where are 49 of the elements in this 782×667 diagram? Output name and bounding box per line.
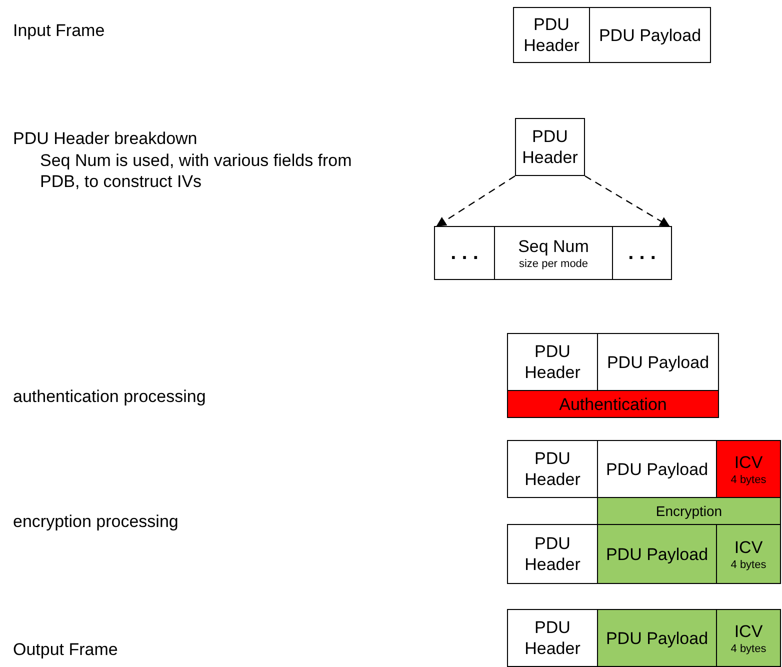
field-label: Authentication: [559, 394, 667, 414]
section-label: encryption processing: [13, 511, 180, 532]
frame-field: [434, 226, 495, 280]
field-label: ICV: [734, 620, 763, 642]
frame-field: [597, 609, 717, 667]
field-label: PDU Payload: [606, 544, 708, 564]
frame-field: [507, 524, 598, 584]
dashed-arrow: [584, 175, 670, 227]
note-text: Seq Num is used, with various fields from PDB, to construct IVs: [40, 150, 353, 192]
field-label: PDU Header: [521, 126, 579, 168]
size-note: 4 bytes: [730, 642, 766, 656]
processing-bar: [507, 390, 719, 418]
field-label: . . .: [628, 242, 656, 264]
frame-field: [494, 226, 613, 280]
field-label: PDU Payload: [598, 24, 702, 46]
size-note: 4 bytes: [730, 472, 766, 486]
field-label: . . .: [450, 242, 478, 264]
field-label: PDU Header: [524, 448, 582, 490]
section-label: PDU Header breakdown: [13, 128, 198, 149]
field-label: Seq Num: [518, 236, 589, 256]
field-label: PDU Header: [524, 617, 582, 659]
frame-field: [597, 524, 717, 584]
frame-field: [513, 7, 590, 63]
field-label: PDU Header: [524, 341, 582, 383]
frame-field: [716, 609, 781, 667]
section-label: authentication processing: [13, 386, 207, 407]
size-note: size per mode: [518, 256, 588, 270]
frame-field: [515, 118, 585, 176]
field-label: ICV: [734, 536, 763, 558]
frame-field: [716, 524, 781, 584]
field-label: ICV: [734, 452, 763, 472]
field-label: PDU Payload: [606, 458, 708, 480]
frame-field: [507, 440, 598, 498]
section-label: Input Frame: [13, 20, 106, 41]
frame-field: [507, 609, 598, 667]
frame-field: [507, 333, 598, 391]
field-label: PDU Header: [522, 14, 580, 56]
field-label: Encryption: [656, 502, 722, 521]
section-label: Output Frame: [13, 639, 119, 660]
dashed-arrow: [436, 176, 516, 227]
size-note: 4 bytes: [730, 558, 766, 572]
frame-field: [716, 440, 781, 498]
frame-field: [612, 226, 672, 280]
field-label: PDU Header: [524, 533, 582, 575]
field-label: PDU Payload: [606, 628, 708, 648]
processing-bar: [597, 497, 781, 525]
frame-field: [597, 333, 719, 391]
frame-field: [589, 7, 711, 63]
field-label: PDU Payload: [606, 352, 710, 372]
